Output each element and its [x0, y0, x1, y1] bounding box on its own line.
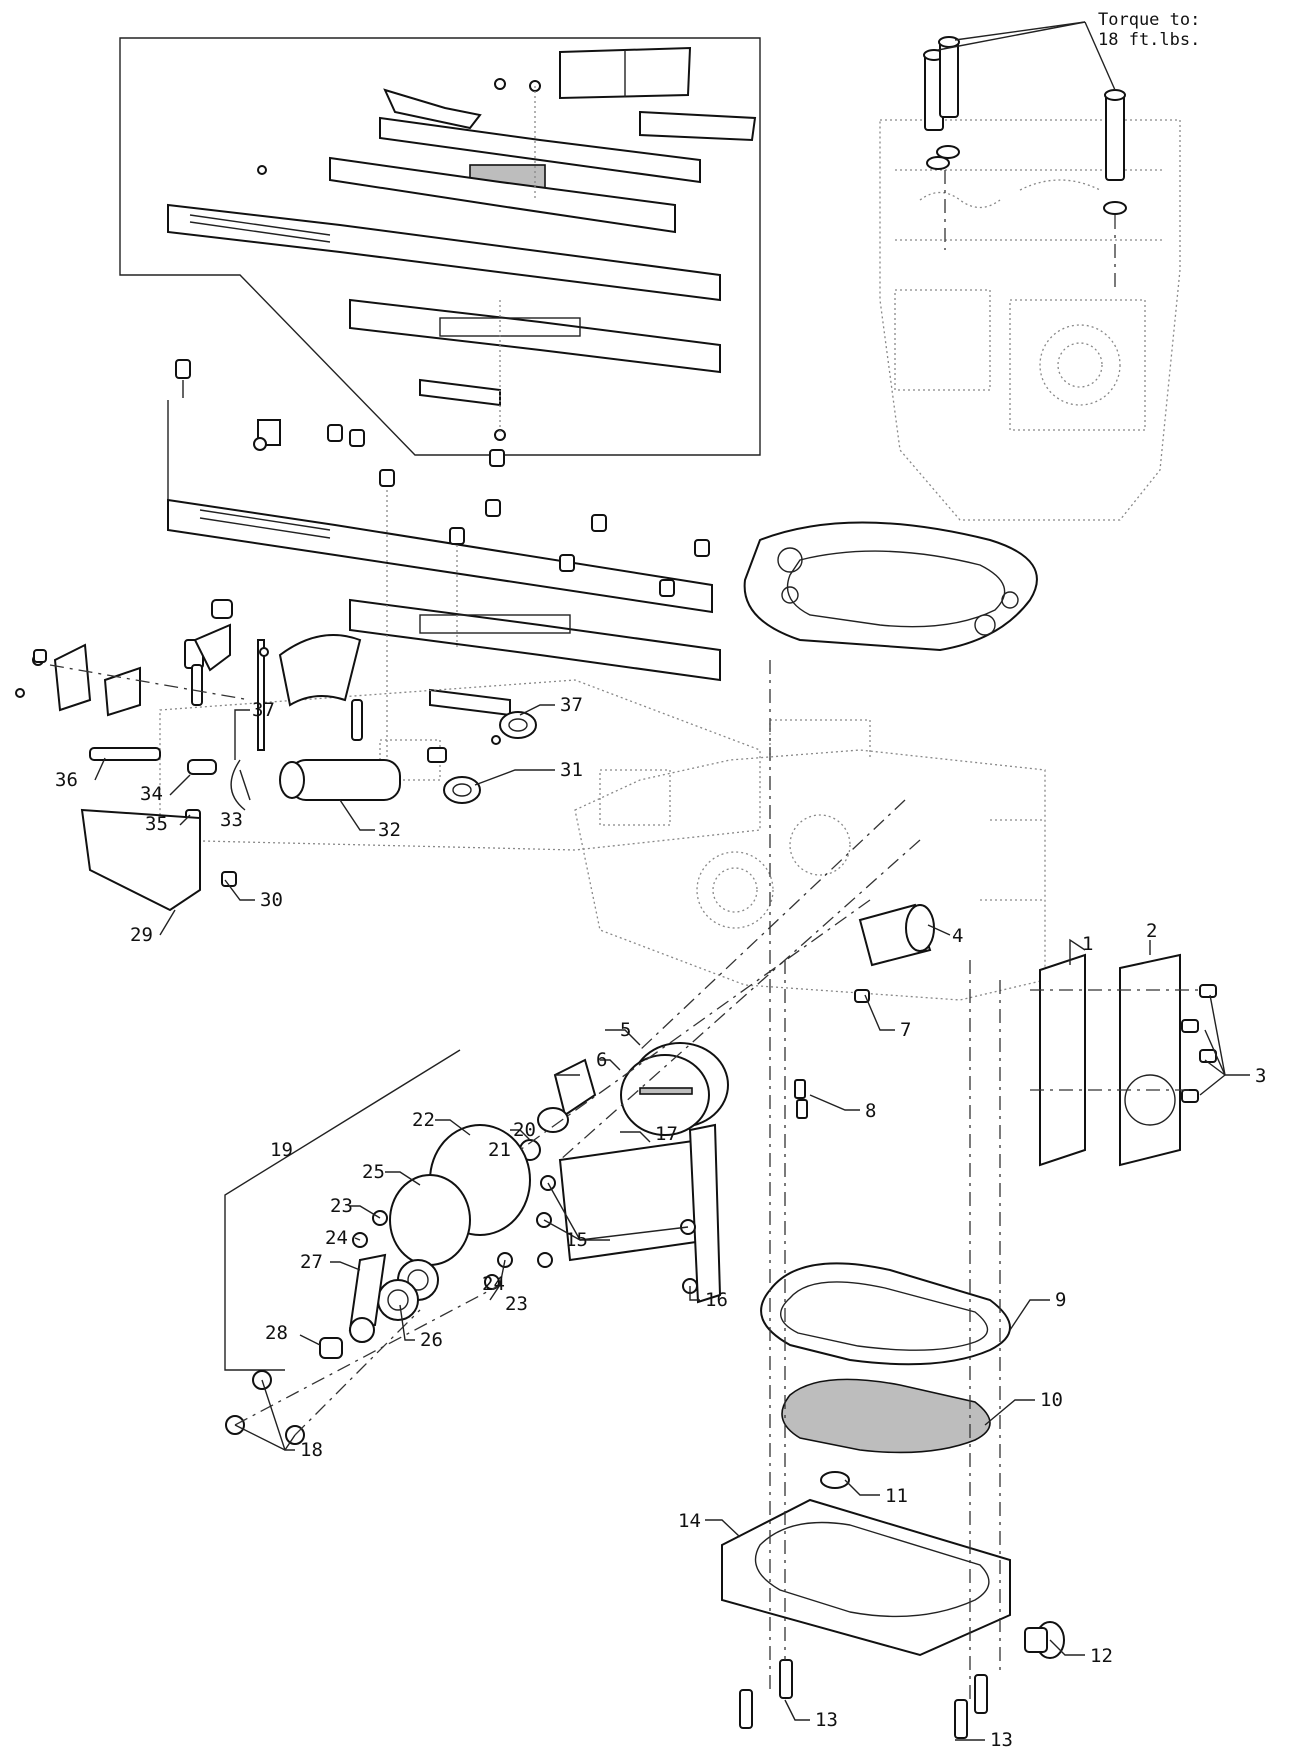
- bearing-and-cover-parts: [536, 903, 1217, 1304]
- top-cover-gasket: [743, 521, 1038, 652]
- callout-35: 35: [145, 813, 168, 835]
- callout-13b: 13: [990, 1729, 1013, 1748]
- callout-12: 12: [1090, 1645, 1113, 1667]
- left-parts-cluster: [15, 599, 537, 912]
- callout-21: 21: [488, 1139, 511, 1161]
- callout-24a: 24: [325, 1227, 348, 1249]
- callout-9: 9: [1055, 1289, 1066, 1311]
- callout-10: 10: [1040, 1389, 1063, 1411]
- callout-32: 32: [378, 819, 401, 841]
- alignment-lines: [49, 660, 1200, 1700]
- callout-6: 6: [596, 1049, 607, 1071]
- callout-37a: 37: [252, 699, 275, 721]
- callout-17: 17: [655, 1123, 678, 1145]
- plate-screws: [327, 424, 710, 597]
- head-bolts: [923, 36, 1127, 290]
- feed-regulator-group: [224, 1049, 597, 1445]
- callout-31: 31: [560, 759, 583, 781]
- callout-30: 30: [260, 889, 283, 911]
- torque-note-line1: Torque to:: [1098, 10, 1200, 30]
- oil-pan-group: [721, 1262, 1065, 1739]
- callout-28: 28: [265, 1322, 288, 1344]
- callout-3: 3: [1255, 1065, 1266, 1087]
- callout-24b: 24: [482, 1273, 505, 1295]
- callout-23a: 23: [330, 1195, 353, 1217]
- callout-34: 34: [140, 783, 163, 805]
- callout-29: 29: [130, 924, 153, 946]
- cylinder-head-ghost: [879, 119, 1181, 521]
- callout-16: 16: [705, 1289, 728, 1311]
- part-callouts: 1 2 3 4 5 6 7 8 9 10 11 12 13 13 14 15 1…: [55, 694, 1266, 1748]
- callout-7: 7: [900, 1019, 911, 1041]
- callout-18: 18: [300, 1439, 323, 1461]
- callout-11: 11: [885, 1485, 908, 1507]
- callout-14: 14: [678, 1510, 701, 1532]
- callout-19: 19: [270, 1139, 293, 1161]
- inset-detail-frame: [119, 37, 761, 456]
- callout-37b: 37: [560, 694, 583, 716]
- callout-27: 27: [300, 1251, 323, 1273]
- callout-1: 1: [1082, 933, 1093, 955]
- callout-8: 8: [865, 1100, 876, 1122]
- inset-feed-plate-assembly: [167, 46, 757, 441]
- callout-4: 4: [952, 925, 963, 947]
- callout-2: 2: [1146, 920, 1157, 942]
- torque-note-line2: 18 ft.lbs.: [1098, 30, 1200, 50]
- callout-22: 22: [412, 1109, 435, 1131]
- callout-33: 33: [220, 809, 243, 831]
- callout-15: 15: [565, 1229, 588, 1251]
- callout-20: 20: [513, 1119, 536, 1141]
- callout-26: 26: [420, 1329, 443, 1351]
- callout-23b: 23: [505, 1293, 528, 1315]
- feed-plate-stack: [167, 359, 721, 780]
- callout-25: 25: [362, 1161, 385, 1183]
- torque-note: Torque to: 18 ft.lbs.: [937, 10, 1200, 91]
- callout-36: 36: [55, 769, 78, 791]
- callout-5: 5: [620, 1019, 631, 1041]
- leader-lines: [94, 704, 1250, 1741]
- callout-13a: 13: [815, 1709, 838, 1731]
